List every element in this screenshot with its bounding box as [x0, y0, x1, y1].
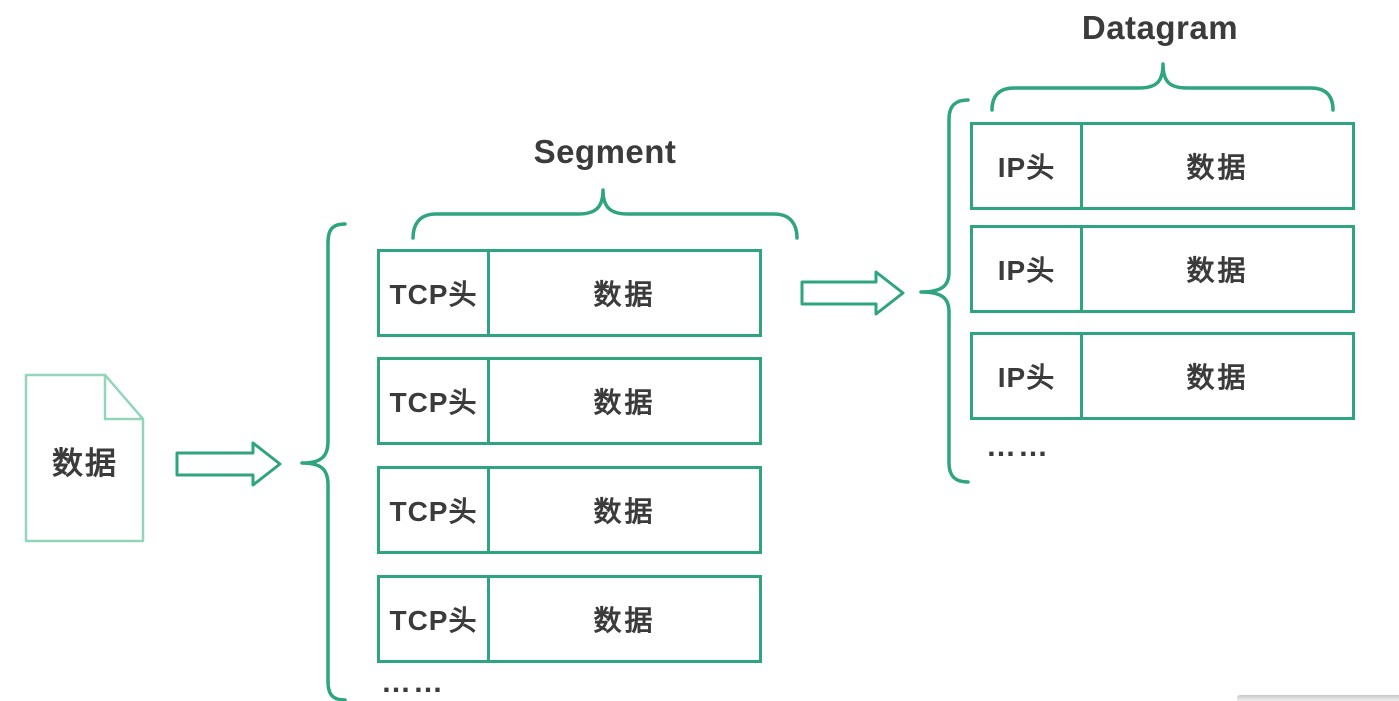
document-icon [24, 373, 145, 543]
tcp-header-cell: TCP头 [380, 578, 490, 660]
bottom-right-shadow [1237, 695, 1399, 701]
segment-row-4: TCP头 数据 [377, 575, 762, 663]
segment-row-3: TCP头 数据 [377, 466, 762, 554]
segment-row-2: TCP头 数据 [377, 357, 762, 445]
tcp-data-cell: 数据 [593, 496, 656, 527]
ip-header-cell: IP头 [973, 335, 1083, 417]
tcp-data-cell: 数据 [593, 279, 656, 310]
segment-left-brace [300, 222, 347, 701]
tcp-data-cell: 数据 [593, 605, 656, 636]
ip-header-cell: IP头 [973, 228, 1083, 310]
tcp-header-cell: TCP头 [380, 360, 490, 442]
ip-header-cell: IP头 [973, 125, 1083, 207]
arrow-right-icon-1 [175, 441, 282, 487]
datagram-row-2: IP头 数据 [970, 225, 1355, 313]
datagram-horizontal-brace [990, 62, 1335, 112]
tcp-header-cell: TCP头 [380, 469, 490, 551]
segment-row-1: TCP头 数据 [377, 249, 762, 337]
datagram-title: Datagram [1081, 9, 1239, 46]
ip-data-cell: 数据 [1186, 362, 1249, 393]
arrow-right-icon-2 [800, 270, 905, 316]
segment-ellipsis: …… [381, 666, 445, 699]
datagram-ellipsis: …… [986, 430, 1050, 463]
datagram-row-1: IP头 数据 [970, 122, 1355, 210]
source-data-label: 数据 [52, 446, 118, 481]
tcp-header-cell: TCP头 [380, 252, 490, 334]
tcp-data-cell: 数据 [593, 387, 656, 418]
datagram-row-3: IP头 数据 [970, 332, 1355, 420]
ip-data-cell: 数据 [1186, 255, 1249, 286]
segment-title: Segment [533, 133, 677, 170]
datagram-left-brace [919, 98, 970, 484]
segment-horizontal-brace [411, 188, 799, 240]
ip-data-cell: 数据 [1186, 152, 1249, 183]
